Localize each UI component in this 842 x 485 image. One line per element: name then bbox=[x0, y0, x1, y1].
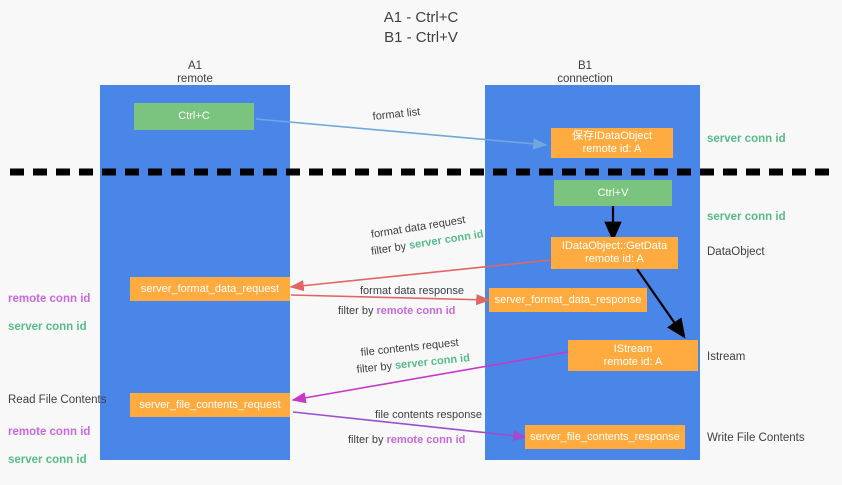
edge-label-format-data-response-filter: filter by remote conn id bbox=[338, 304, 455, 319]
edge-label-format-list: format list bbox=[372, 106, 421, 123]
label-write-file-contents: Write File Contents bbox=[707, 432, 805, 444]
label-server-conn-id-mid: server conn id bbox=[707, 211, 786, 223]
label-remote-conn-id-format: remote conn id bbox=[8, 293, 91, 305]
label-remote-conn-id-file: remote conn id bbox=[8, 426, 91, 438]
box-server-format-data-response[interactable]: server_format_data_response bbox=[489, 288, 647, 312]
filter-prefix-format-request: filter by bbox=[370, 239, 411, 258]
filter-prefix-file-request: filter by bbox=[356, 359, 396, 376]
label-server-conn-id-top: server conn id bbox=[707, 133, 786, 145]
box-idataobject-getdata[interactable]: IDataObject::GetData remote id: A bbox=[551, 237, 678, 269]
filter-key-format-response: remote conn id bbox=[376, 305, 456, 317]
label-istream: Istream bbox=[707, 351, 746, 363]
page-title: A1 - Ctrl+C B1 - Ctrl+V bbox=[383, 9, 459, 46]
label-server-conn-id-format: server conn id bbox=[8, 321, 87, 333]
box-istream[interactable]: IStream remote id: A bbox=[568, 340, 698, 371]
edge-label-file-contents-response: file contents response bbox=[375, 409, 483, 421]
box-ctrl-c[interactable]: Ctrl+C bbox=[134, 103, 254, 130]
edge-label-format-data-response: format data response bbox=[360, 285, 464, 297]
column-header-b1: B1 connection bbox=[557, 60, 613, 85]
left-conn-id-stack-format: remote conn id server conn id bbox=[8, 278, 90, 348]
column-header-a1: A1 remote bbox=[177, 60, 213, 85]
edge-label-file-contents-response-filter: filter by remote conn id bbox=[348, 433, 465, 448]
filter-key-file-response: remote conn id bbox=[386, 434, 466, 446]
filter-prefix-format-response: filter by bbox=[338, 305, 377, 317]
box-server-format-data-request[interactable]: server_format_data_request bbox=[130, 277, 290, 301]
left-conn-id-stack-file: remote conn id server conn id bbox=[8, 411, 90, 481]
filter-prefix-file-response: filter by bbox=[348, 434, 387, 446]
box-server-file-contents-response[interactable]: server_file_contents_response bbox=[525, 425, 685, 449]
label-dataobject: DataObject bbox=[707, 246, 765, 258]
label-read-file-contents: Read File Contents bbox=[8, 394, 107, 406]
box-server-file-contents-request[interactable]: server_file_contents_request bbox=[130, 393, 290, 417]
label-server-conn-id-file: server conn id bbox=[8, 454, 87, 466]
box-save-idataobject[interactable]: 保存IDataObject remote id: A bbox=[551, 128, 673, 158]
box-ctrl-v[interactable]: Ctrl+V bbox=[554, 180, 672, 206]
